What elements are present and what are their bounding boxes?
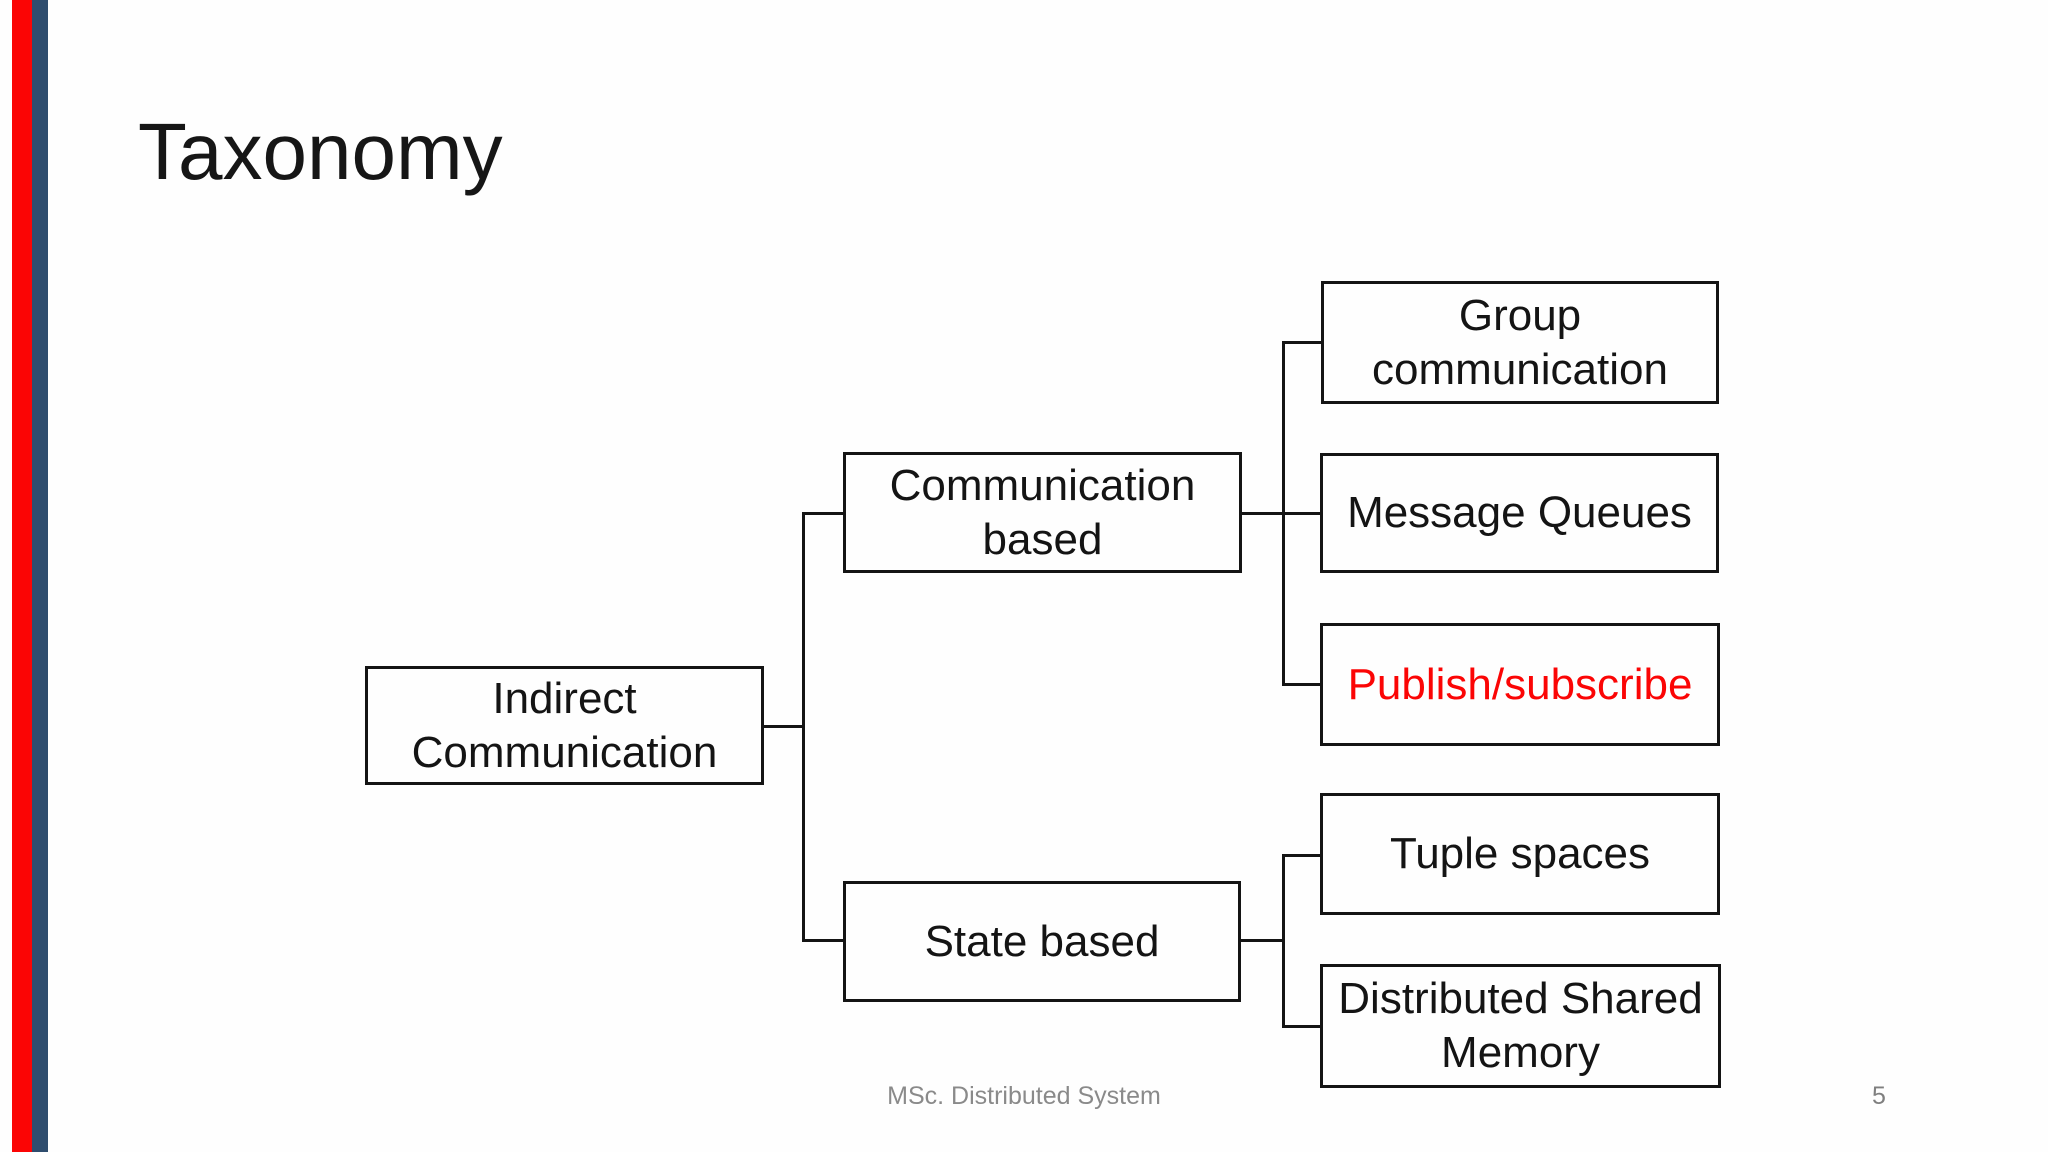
node-publish-subscribe: Publish/subscribe xyxy=(1320,623,1720,746)
node-state-based: State based xyxy=(843,881,1241,1002)
node-distributed-shared-memory: Distributed Shared Memory xyxy=(1320,964,1721,1088)
connector-branch2-vertical xyxy=(1282,854,1285,1028)
node-group-communication: Group communication xyxy=(1321,281,1719,404)
connector-branch1-to-group xyxy=(1282,341,1322,344)
connector-trunk-to-state xyxy=(802,939,846,942)
slide-title: Taxonomy xyxy=(138,107,503,196)
node-communication-based: Communication based xyxy=(843,452,1242,573)
page-number: 5 xyxy=(1872,1082,1886,1110)
connector-communication-to-branch xyxy=(1239,512,1283,515)
connector-branch1-to-queues xyxy=(1282,512,1322,515)
connector-branch1-to-pubsub xyxy=(1282,683,1322,686)
connector-trunk-vertical xyxy=(802,512,805,942)
node-tuple-spaces: Tuple spaces xyxy=(1320,793,1720,915)
footer-text: MSc. Distributed System xyxy=(887,1082,1161,1110)
left-accent-stripe-navy xyxy=(32,0,48,1152)
connector-state-to-branch xyxy=(1238,939,1283,942)
node-indirect-communication: Indirect Communication xyxy=(365,666,764,785)
connector-trunk-to-communication xyxy=(802,512,846,515)
connector-branch2-to-dsm xyxy=(1282,1025,1322,1028)
connector-indirect-to-trunk xyxy=(764,725,805,728)
left-accent-stripe-red xyxy=(12,0,32,1152)
connector-branch2-to-tuple xyxy=(1282,854,1322,857)
node-message-queues: Message Queues xyxy=(1320,453,1719,573)
